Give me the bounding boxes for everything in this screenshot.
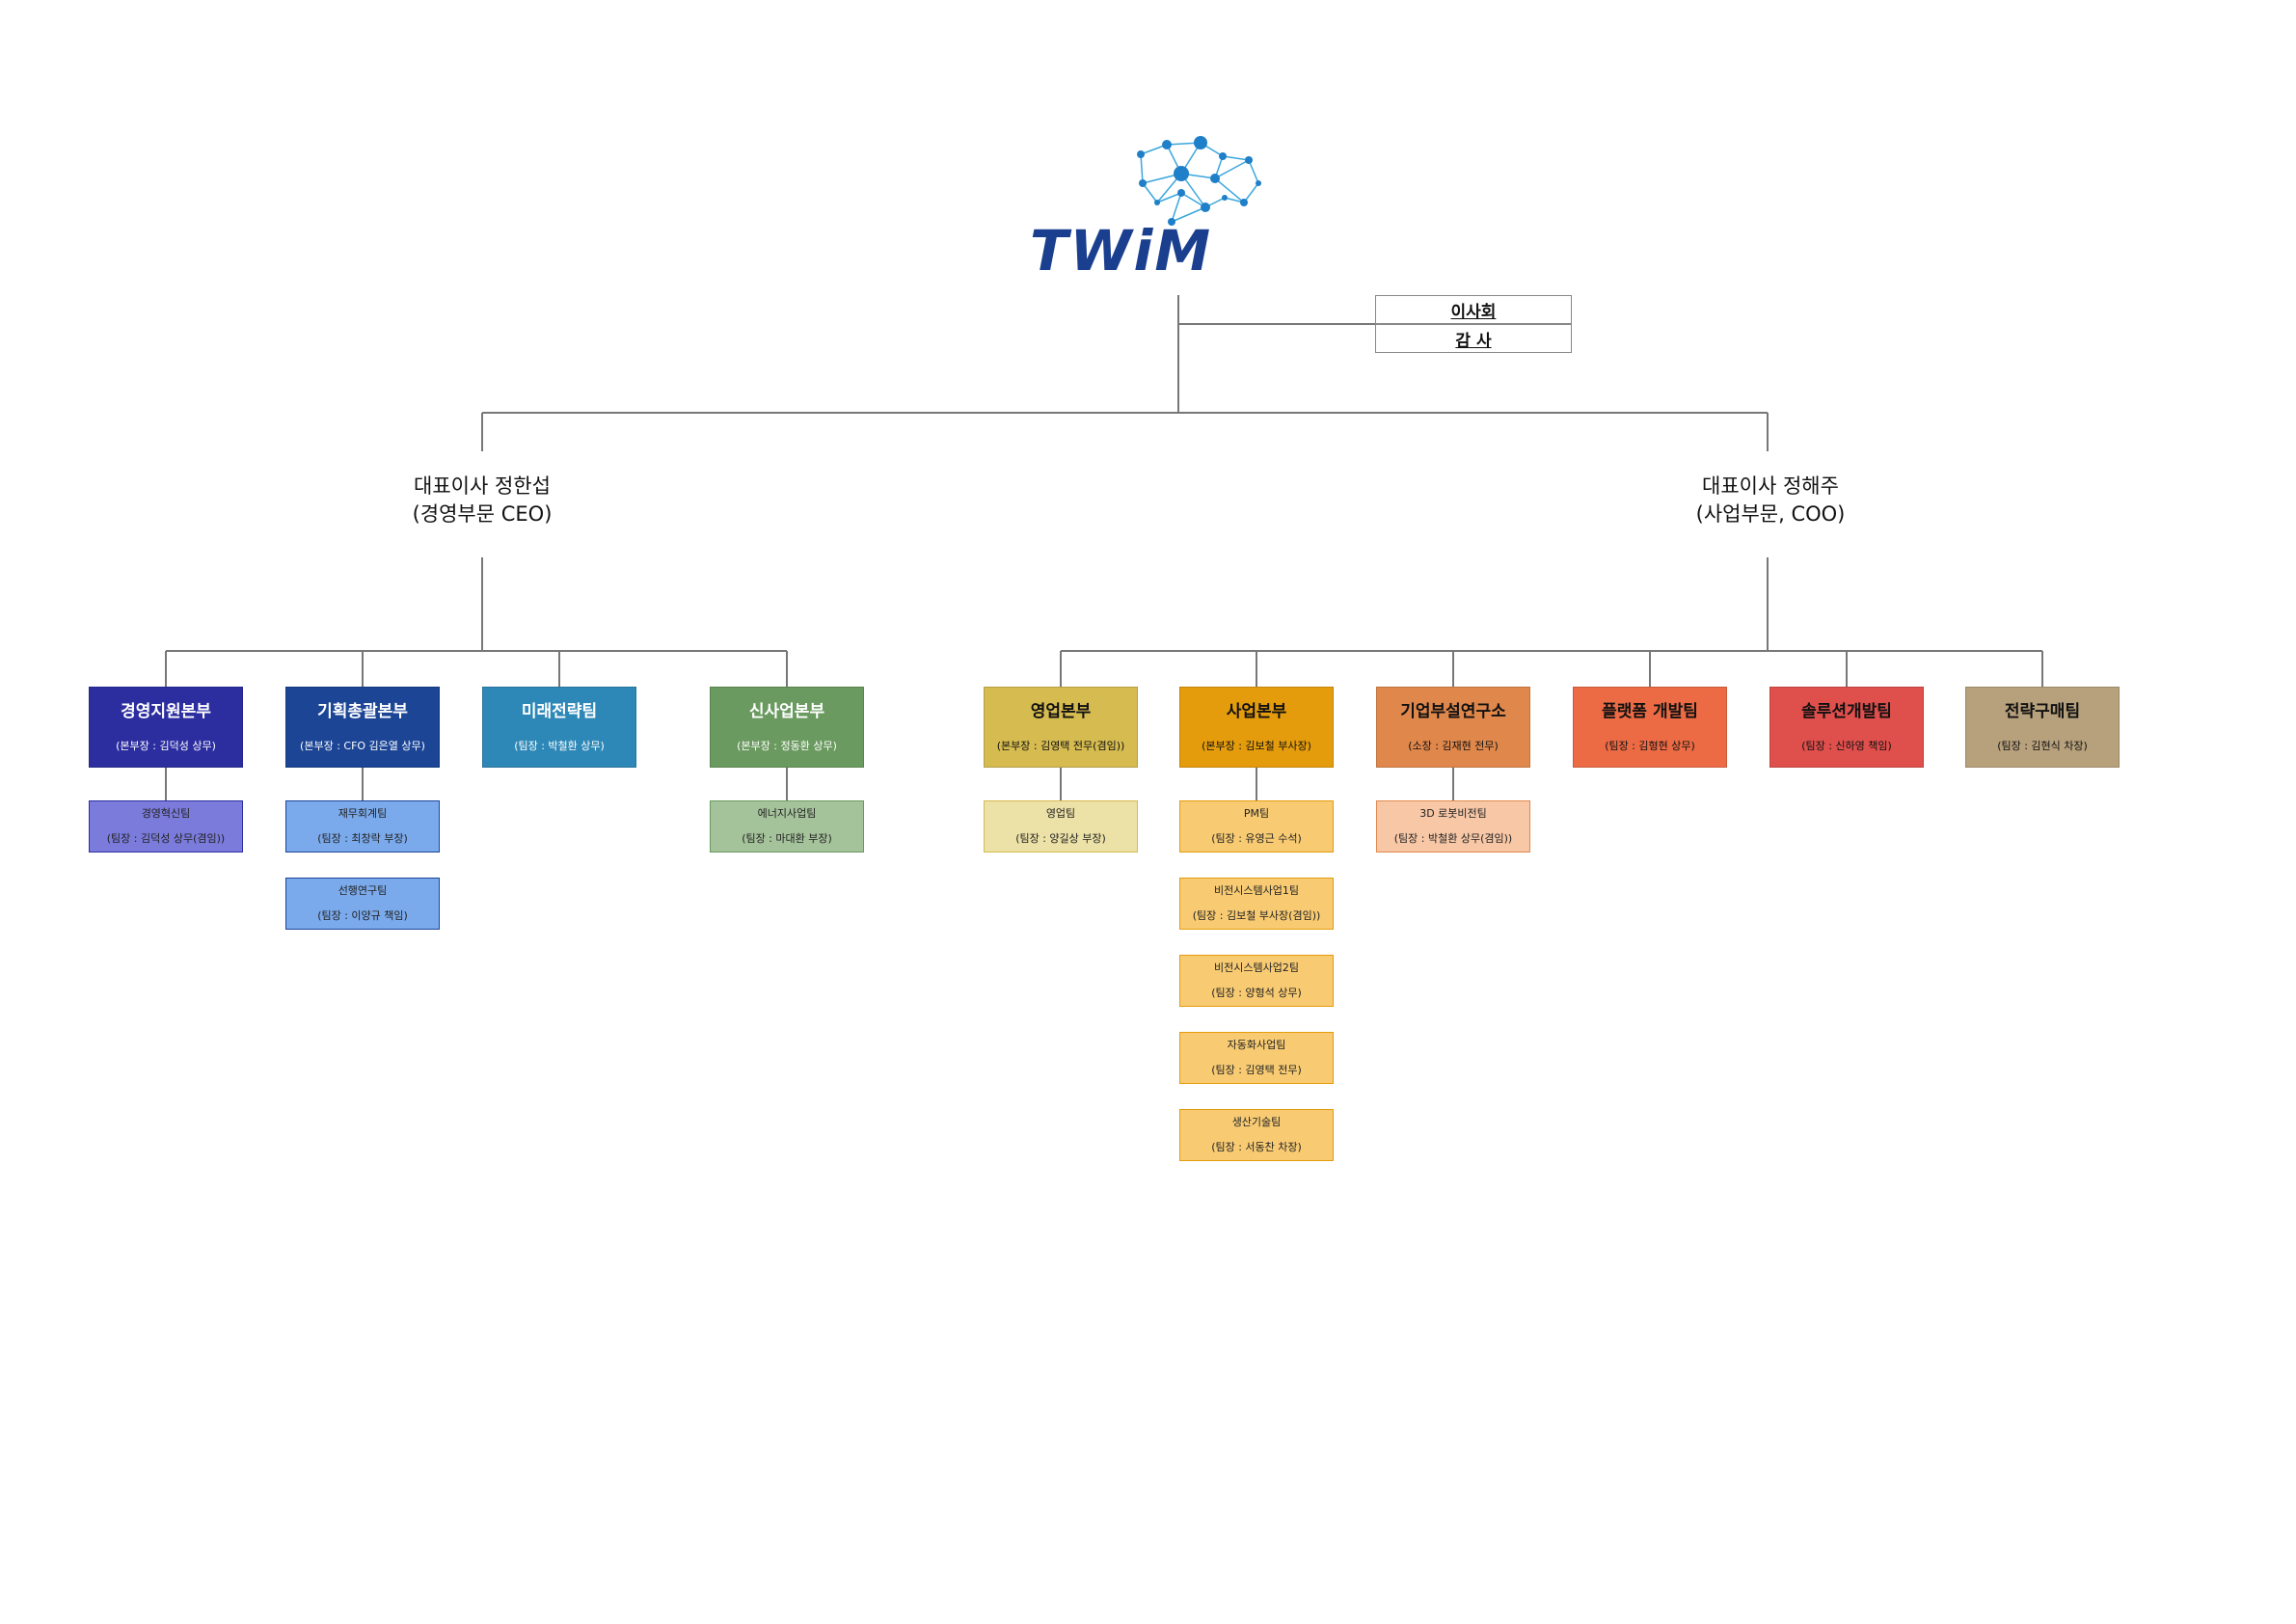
department-box: 기획총괄본부 (본부장 : CFO 김은열 상무): [285, 687, 440, 768]
company-logo: TWiM: [1030, 218, 1213, 284]
department-box: 플랫폼 개발팀 (팀장 : 김형현 상무): [1573, 687, 1727, 768]
team-title: 자동화사업팀: [1227, 1039, 1286, 1051]
department-title: 솔루션개발팀: [1801, 702, 1892, 721]
department-box: 솔루션개발팀 (팀장 : 신하영 책임): [1769, 687, 1924, 768]
team-title: 3D 로봇비전팀: [1419, 807, 1487, 820]
team-title: 재무회계팀: [338, 807, 388, 820]
team-box: 영업팀 (팀장 : 양길상 부장): [984, 800, 1138, 853]
brain-network-icon: [1140, 142, 1259, 223]
department-title: 전략구매팀: [2004, 702, 2081, 721]
team-lead: (팀장 : 최창락 부장): [317, 832, 408, 845]
team-box: 에너지사업팀 (팀장 : 마대환 부장): [710, 800, 864, 853]
team-box: 생산기술팀 (팀장 : 서동찬 차장): [1179, 1109, 1334, 1161]
department-title: 미래전략팀: [521, 702, 598, 721]
department-head: (팀장 : 김형현 상무): [1605, 740, 1695, 752]
department-box: 미래전략팀 (팀장 : 박철환 상무): [482, 687, 636, 768]
department-title: 기업부설연구소: [1400, 702, 1506, 721]
team-title: 영업팀: [1045, 807, 1076, 820]
department-title: 경영지원본부: [121, 702, 211, 721]
team-box: 재무회계팀 (팀장 : 최창락 부장): [285, 800, 440, 853]
ceo-right-role: (사업부문, COO): [1695, 502, 1846, 526]
department-box: 영업본부 (본부장 : 김영택 전무(겸임)): [984, 687, 1138, 768]
team-lead: (팀장 : 박철환 상무(겸임)): [1393, 832, 1513, 845]
department-head: (팀장 : 박철환 상무): [514, 740, 605, 752]
team-lead: (팀장 : 양형석 상무): [1211, 987, 1302, 999]
team-box: 선행연구팀 (팀장 : 이양규 책임): [285, 878, 440, 930]
team-box: 3D 로봇비전팀 (팀장 : 박철환 상무(겸임)): [1376, 800, 1530, 853]
team-lead: (팀장 : 김보철 부사장(겸임)): [1192, 909, 1321, 922]
ceo-left-role: (경영부문 CEO): [412, 502, 553, 526]
board-of-directors-box: 이사회: [1375, 295, 1572, 324]
team-title: 에너지사업팀: [757, 807, 817, 820]
department-title: 신사업본부: [748, 702, 825, 721]
team-lead: (팀장 : 마대환 부장): [742, 832, 832, 845]
team-box: 경영혁신팀 (팀장 : 김덕성 상무(겸임)): [89, 800, 243, 853]
team-title: 비전시스템사업1팀: [1214, 884, 1299, 897]
ceo-left-name: 대표이사 정한섭: [414, 474, 551, 498]
department-box: 경영지원본부 (본부장 : 김덕성 상무): [89, 687, 243, 768]
department-head: (본부장 : CFO 김은열 상무): [300, 740, 425, 752]
team-title: PM팀: [1243, 807, 1270, 820]
audit-box: 감 사: [1375, 324, 1572, 353]
team-lead: (팀장 : 유영근 수석): [1211, 832, 1302, 845]
department-head: (팀장 : 신하영 책임): [1801, 740, 1892, 752]
ceo-right: 대표이사 정해주 (사업부문, COO): [1626, 473, 1915, 528]
department-title: 사업본부: [1226, 702, 1287, 721]
team-lead: (팀장 : 김덕성 상무(겸임)): [106, 832, 226, 845]
team-box: 자동화사업팀 (팀장 : 김영택 전무): [1179, 1032, 1334, 1084]
department-box: 사업본부 (본부장 : 김보철 부사장): [1179, 687, 1334, 768]
team-lead: (팀장 : 김영택 전무): [1211, 1064, 1302, 1076]
team-lead: (팀장 : 서동찬 차장): [1211, 1141, 1302, 1153]
team-box: PM팀 (팀장 : 유영근 수석): [1179, 800, 1334, 853]
team-lead: (팀장 : 이양규 책임): [317, 909, 408, 922]
ceo-right-name: 대표이사 정해주: [1702, 474, 1839, 498]
department-head: (본부장 : 김덕성 상무): [116, 740, 216, 752]
department-head: (본부장 : 정동환 상무): [737, 740, 837, 752]
department-box: 기업부설연구소 (소장 : 김재현 전무): [1376, 687, 1530, 768]
department-title: 플랫폼 개발팀: [1602, 702, 1698, 721]
department-head: (소장 : 김재현 전무): [1408, 740, 1499, 752]
team-title: 경영혁신팀: [141, 807, 191, 820]
department-head: (본부장 : 김보철 부사장): [1202, 740, 1311, 752]
department-title: 기획총괄본부: [317, 702, 408, 721]
brain-nodes-icon: [1137, 136, 1261, 226]
team-title: 생산기술팀: [1231, 1116, 1282, 1128]
team-box: 비전시스템사업2팀 (팀장 : 양형석 상무): [1179, 955, 1334, 1007]
department-box: 신사업본부 (본부장 : 정동환 상무): [710, 687, 864, 768]
department-head: (본부장 : 김영택 전무(겸임)): [996, 740, 1125, 752]
team-title: 비전시스템사업2팀: [1214, 961, 1299, 974]
team-title: 선행연구팀: [338, 884, 388, 897]
team-lead: (팀장 : 양길상 부장): [1015, 832, 1106, 845]
ceo-left: 대표이사 정한섭 (경영부문 CEO): [338, 473, 627, 528]
team-box: 비전시스템사업1팀 (팀장 : 김보철 부사장(겸임)): [1179, 878, 1334, 930]
department-head: (팀장 : 김현식 차장): [1997, 740, 2088, 752]
department-box: 전략구매팀 (팀장 : 김현식 차장): [1965, 687, 2120, 768]
department-title: 영업본부: [1030, 702, 1092, 721]
